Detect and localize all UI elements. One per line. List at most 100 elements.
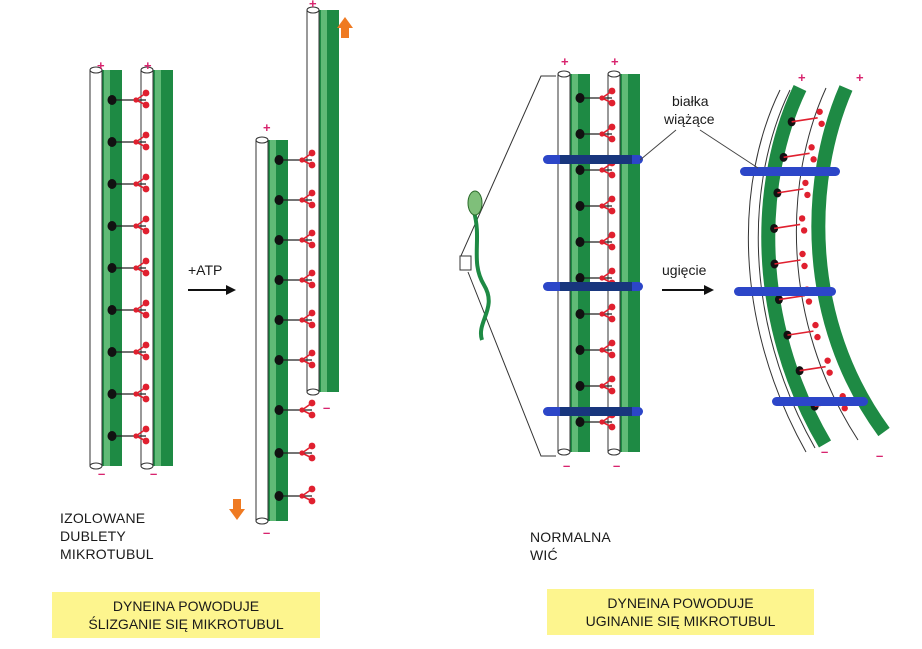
caption-line: WIĆ [530, 547, 558, 563]
microtubule [140, 66, 173, 470]
dynein-arm [770, 250, 808, 270]
dynein-head [608, 375, 616, 383]
dynein-arm [795, 357, 833, 376]
dynein-base [575, 237, 585, 247]
bending-caption-box: DYNEINA POWODUJE UGINANIE SIĘ MIKROTUBUL [547, 589, 814, 635]
microtubule-bottom-cap [607, 448, 621, 456]
microtubule [306, 6, 339, 396]
dynein-arm [274, 229, 316, 249]
dynein-head [133, 139, 139, 145]
dynein-head [824, 357, 831, 364]
dynein-head [608, 99, 616, 107]
dynein-head [798, 215, 806, 222]
dynein-head [308, 454, 316, 462]
microtubule-outline [89, 69, 103, 467]
dynein-base [107, 221, 117, 231]
dynein-head [608, 135, 616, 143]
microtubule-outline [557, 73, 571, 453]
box-line: DYNEINA POWODUJE [607, 595, 754, 611]
dynein-head [142, 227, 150, 235]
dynein-stalk [783, 152, 810, 159]
dynein-head [142, 395, 150, 403]
curved-microtubule-body [811, 85, 890, 437]
dynein-base [107, 263, 117, 273]
dynein-head [308, 442, 316, 450]
dynein-head [599, 239, 605, 245]
dynein-head [608, 231, 616, 239]
dynein-arm [783, 321, 821, 341]
dynein-arm [575, 195, 616, 215]
down-arrow-icon [229, 499, 245, 520]
dynein-head [308, 281, 316, 289]
dynein-arm [107, 215, 150, 235]
up-arrow-icon [337, 17, 353, 38]
dynein-stalk [774, 223, 801, 230]
minus-sign: – [323, 400, 330, 415]
dynein-base [575, 93, 585, 103]
microtubule [557, 70, 590, 456]
dynein-stalk [778, 294, 806, 301]
plus-sign: + [856, 70, 864, 85]
box-line: DYNEINA POWODUJE [112, 598, 260, 614]
bending-arrow [662, 285, 714, 295]
flagellum-tail [472, 211, 491, 341]
dynein-head [142, 299, 150, 307]
minus-sign: – [98, 466, 105, 481]
microtubule-outline [255, 139, 269, 522]
sliding-caption-box: DYNEINA POWODUJE ŚLIZGANIE SIĘ MIKROTUBU… [52, 592, 320, 638]
dynein-arm [274, 442, 316, 462]
bending-label: ugięcie [662, 262, 707, 278]
dynein-arm [773, 179, 811, 199]
microtubule-bottom-cap [306, 388, 320, 396]
dynein-head [608, 387, 616, 395]
dynein-head [608, 423, 616, 431]
microtubule-bottom-cap [255, 517, 269, 525]
dynein-head [608, 195, 616, 203]
minus-sign: – [821, 444, 828, 459]
dynein-arm [575, 375, 616, 395]
nexin-link [734, 287, 836, 296]
dynein-head [308, 229, 316, 237]
atp-arrow [188, 285, 236, 295]
dynein-head [133, 223, 139, 229]
plus-sign: + [263, 120, 271, 135]
dynein-arm [107, 173, 150, 193]
microtubule-bottom-cap [140, 462, 154, 470]
dynein-head [608, 315, 616, 323]
microtubule-highlight [270, 140, 276, 521]
dynein-head [133, 307, 139, 313]
microtubule-highlight [155, 70, 161, 466]
microtubule-bottom-cap [557, 448, 571, 456]
dynein-head [599, 347, 605, 353]
sperm-head [467, 190, 483, 216]
dynein-stalk [791, 116, 818, 123]
dynein-base [575, 201, 585, 211]
dynein-arm [575, 303, 616, 323]
dynein-stalk [787, 330, 814, 336]
microtubule-highlight [321, 10, 327, 392]
dynein-head [142, 131, 150, 139]
dynein-head [608, 267, 616, 275]
binding-proteins-label-line2: wiążące [663, 111, 715, 127]
minus-sign: – [876, 448, 883, 463]
dynein-head [133, 181, 139, 187]
dynein-head [599, 167, 605, 173]
dynein-arm [274, 149, 316, 169]
dynein-arm [575, 339, 616, 359]
atp-label: +ATP [188, 262, 222, 278]
dynein-head [142, 143, 150, 151]
dynein-arm [274, 269, 316, 289]
microtubule [255, 136, 288, 525]
dynein-arm [779, 144, 817, 163]
dynein-head [142, 173, 150, 181]
dynein-head [133, 391, 139, 397]
dynein-head [816, 108, 823, 115]
dynein-head [599, 203, 605, 209]
dynein-base [274, 195, 284, 205]
caption-line: NORMALNA [530, 529, 611, 545]
dynein-head [308, 149, 316, 157]
dynein-head [608, 243, 616, 251]
dynein-head [308, 201, 316, 209]
dynein-head [841, 405, 848, 412]
nexin-link-shadow [560, 155, 632, 164]
